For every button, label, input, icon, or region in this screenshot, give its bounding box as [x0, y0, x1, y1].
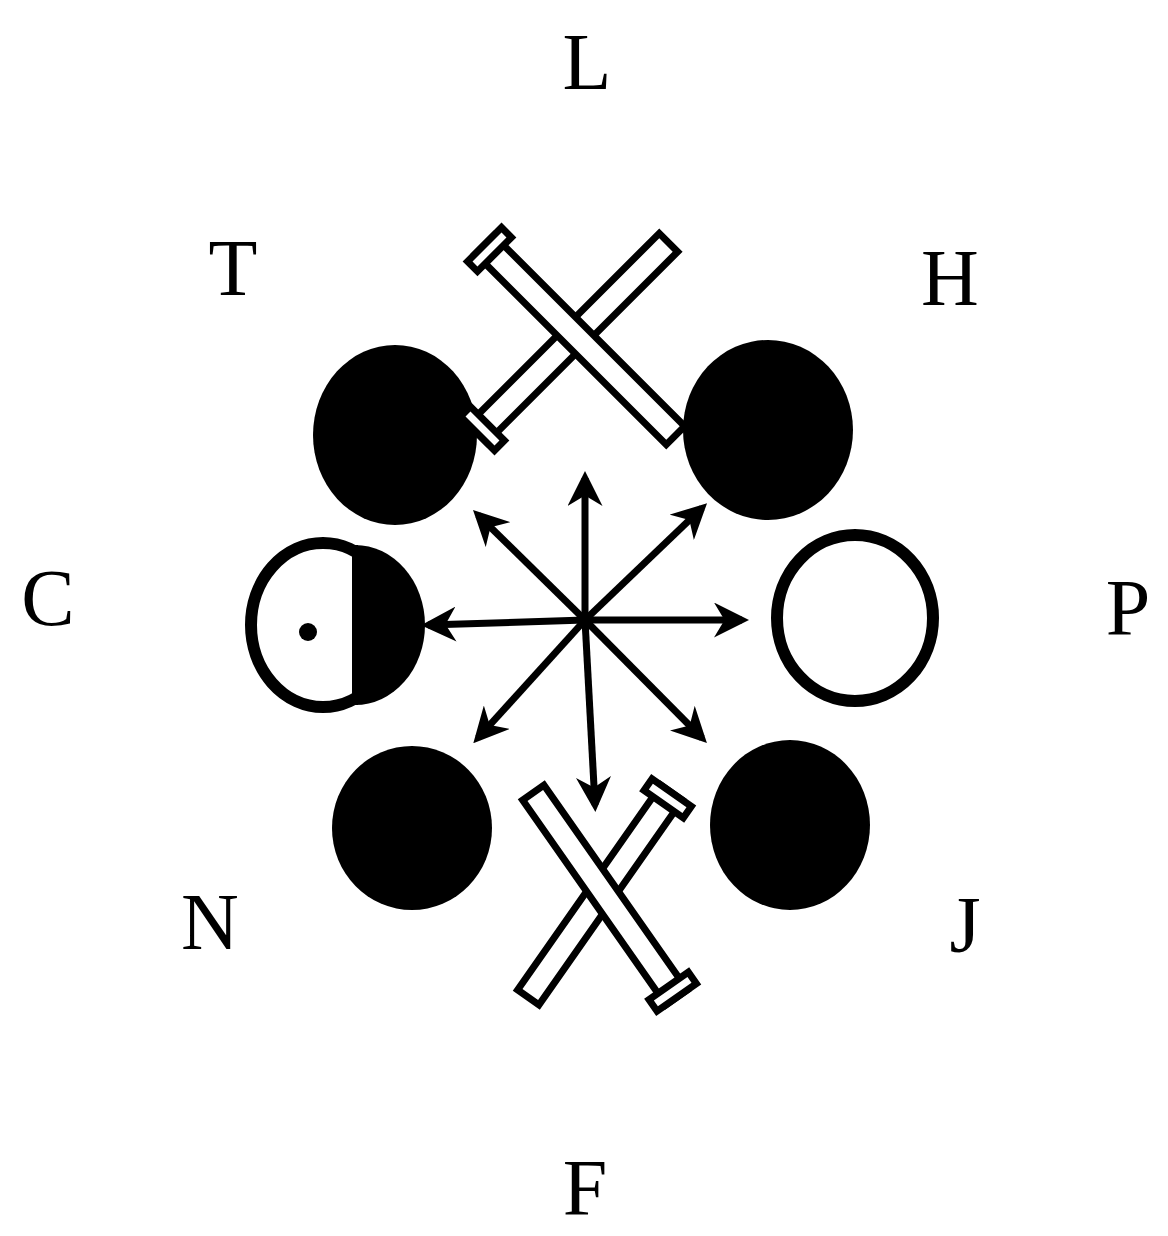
crossed-keys [461, 226, 693, 453]
moon-symbol [251, 543, 425, 707]
compass-letter: J [949, 885, 980, 965]
compass-letter: T [209, 228, 258, 308]
compass-letter: C [21, 558, 74, 638]
crossed-keys [509, 779, 697, 1011]
compass-letter: L [563, 22, 612, 102]
compass-letter: P [1106, 568, 1151, 648]
black-disc [710, 740, 870, 910]
black-disc [332, 746, 492, 910]
compass-letter: N [181, 882, 239, 962]
black-disc [683, 340, 853, 520]
black-disc [313, 345, 477, 525]
arrow-star [428, 478, 742, 805]
compass-letter: H [921, 238, 979, 318]
compass-letter: F [563, 1148, 608, 1228]
open-circle [777, 535, 933, 701]
